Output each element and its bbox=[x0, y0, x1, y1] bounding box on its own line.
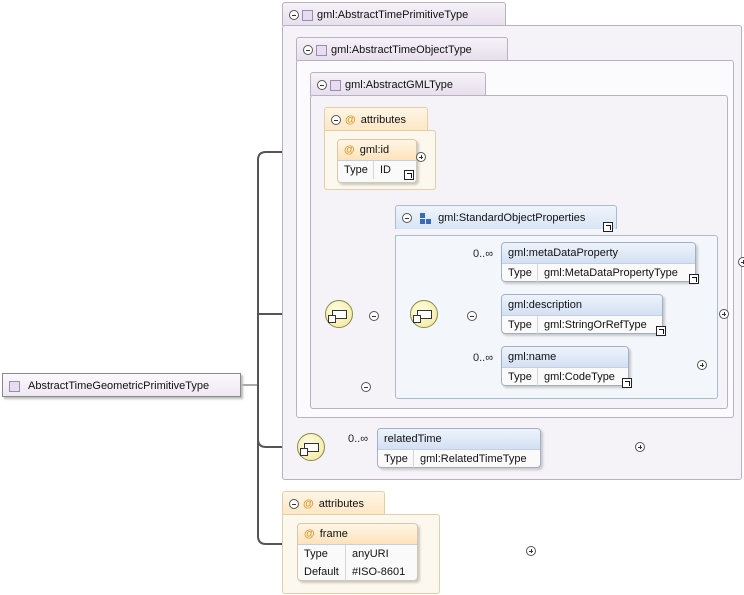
group-icon bbox=[420, 212, 432, 224]
sequence-icon[interactable] bbox=[410, 300, 438, 328]
complex-type-icon bbox=[9, 380, 20, 392]
link-arrow-icon[interactable] bbox=[622, 378, 632, 388]
attribute-gml-id[interactable]: @ gml:id Type ID bbox=[337, 139, 417, 183]
attribute-name: frame bbox=[319, 528, 348, 540]
expand-icon[interactable] bbox=[697, 360, 708, 370]
expand-icon[interactable] bbox=[738, 257, 744, 267]
collapse-icon[interactable] bbox=[317, 80, 327, 91]
type-value: gml:MetaDataPropertyType bbox=[544, 267, 678, 279]
complex-type-label: gml:AbstractGMLType bbox=[345, 79, 453, 92]
collapse-icon[interactable] bbox=[360, 382, 371, 393]
type-value: anyURI bbox=[352, 548, 389, 560]
element-name: gml:metaDataProperty bbox=[508, 247, 619, 259]
type-key: Type bbox=[502, 316, 538, 334]
element-metadata-property[interactable]: gml:metaDataProperty Type gml:MetaDataPro… bbox=[501, 242, 699, 284]
expand-icon[interactable] bbox=[719, 309, 730, 319]
link-arrow-icon[interactable] bbox=[404, 170, 414, 180]
default-key: Default bbox=[298, 563, 346, 581]
attribute-icon: @ bbox=[344, 144, 355, 157]
element-name: relatedTime bbox=[384, 433, 442, 445]
collapse-icon[interactable] bbox=[467, 311, 478, 322]
root-type-label: AbstractTimeGeometricPrimitiveType bbox=[28, 380, 210, 393]
complex-type-tab-time-object[interactable]: gml:AbstractTimeObjectType bbox=[296, 37, 508, 61]
expand-icon[interactable] bbox=[525, 546, 536, 556]
cardinality-label: 0..∞ bbox=[473, 352, 494, 364]
expand-icon[interactable] bbox=[416, 152, 426, 162]
cardinality-label: 0..∞ bbox=[473, 248, 494, 260]
attribute-icon: @ bbox=[303, 498, 314, 511]
collapse-icon[interactable] bbox=[331, 115, 341, 126]
element-description[interactable]: gml:description Type gml:StringOrRefType bbox=[501, 294, 666, 336]
collapse-icon[interactable] bbox=[369, 311, 380, 322]
element-name[interactable]: gml:name Type gml:CodeType bbox=[501, 346, 632, 388]
type-key: Type bbox=[502, 368, 538, 386]
group-label: gml:StandardObjectProperties bbox=[438, 212, 586, 225]
type-key: Type bbox=[338, 161, 374, 179]
element-name-label: gml:name bbox=[508, 351, 557, 363]
complex-type-icon bbox=[302, 9, 313, 21]
link-arrow-icon[interactable] bbox=[689, 274, 699, 284]
root-type[interactable]: AbstractTimeGeometricPrimitiveType bbox=[2, 373, 241, 397]
attribute-icon: @ bbox=[345, 114, 356, 127]
collapse-icon[interactable] bbox=[303, 45, 313, 56]
cardinality-label: 0..∞ bbox=[348, 433, 369, 445]
collapse-icon[interactable] bbox=[289, 499, 299, 510]
default-value: #ISO-8601 bbox=[352, 566, 406, 578]
link-arrow-icon[interactable] bbox=[656, 326, 666, 336]
attributes-tab-outer[interactable]: @ attributes bbox=[282, 491, 385, 515]
collapse-icon[interactable] bbox=[402, 213, 412, 224]
type-value: gml:CodeType bbox=[544, 371, 615, 383]
type-key: Type bbox=[378, 450, 414, 468]
complex-type-icon bbox=[316, 44, 327, 56]
complex-type-icon bbox=[330, 79, 341, 91]
attribute-icon: @ bbox=[304, 528, 315, 541]
element-related-time[interactable]: relatedTime Type gml:RelatedTimeType bbox=[377, 428, 541, 468]
type-value: ID bbox=[380, 164, 391, 176]
complex-type-label: gml:AbstractTimePrimitiveType bbox=[317, 9, 469, 22]
attribute-name: gml:id bbox=[359, 144, 390, 156]
complex-type-tab-time-primitive[interactable]: gml:AbstractTimePrimitiveType bbox=[282, 2, 506, 26]
element-name: gml:description bbox=[508, 299, 582, 311]
type-value: gml:StringOrRefType bbox=[544, 319, 647, 331]
expand-icon[interactable] bbox=[635, 442, 646, 452]
type-key: Type bbox=[298, 545, 346, 563]
group-tab-standard-object-properties[interactable]: gml:StandardObjectProperties bbox=[395, 205, 617, 232]
attributes-label: attributes bbox=[360, 114, 406, 127]
type-value: gml:RelatedTimeType bbox=[420, 453, 527, 465]
sequence-icon[interactable] bbox=[325, 300, 353, 328]
attributes-tab-inner[interactable]: @ attributes bbox=[324, 107, 428, 131]
attributes-label: attributes bbox=[318, 498, 364, 511]
type-key: Type bbox=[502, 264, 538, 282]
link-arrow-icon[interactable] bbox=[603, 222, 613, 232]
attribute-frame[interactable]: @ frame Type anyURI Default #ISO-8601 bbox=[297, 523, 418, 581]
collapse-icon[interactable] bbox=[289, 10, 299, 21]
sequence-icon[interactable] bbox=[297, 433, 325, 461]
complex-type-label: gml:AbstractTimeObjectType bbox=[331, 44, 472, 57]
complex-type-tab-gml-type[interactable]: gml:AbstractGMLType bbox=[310, 72, 486, 96]
